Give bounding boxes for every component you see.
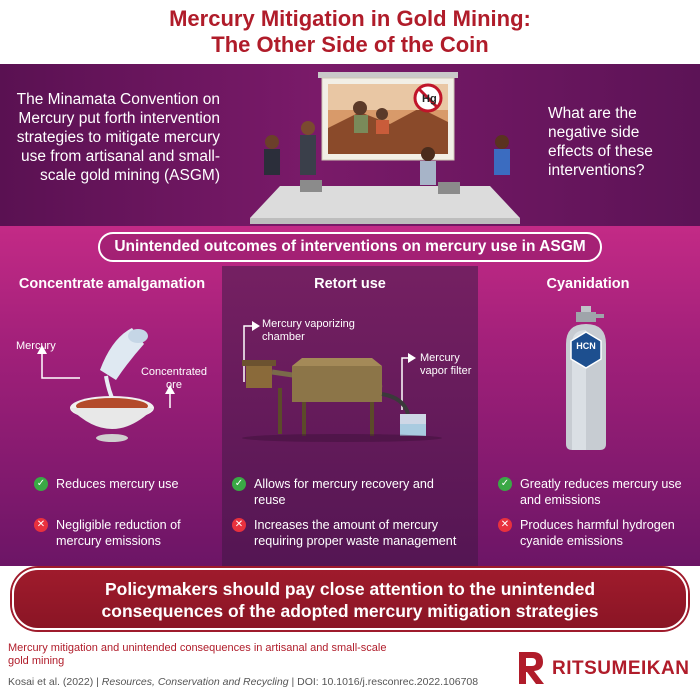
page-title-line-1: Mercury Mitigation in Gold Mining: [169,6,531,31]
hcn-cylinder-icon [566,306,606,450]
amalgamation-bowl-icon [37,328,175,442]
retort-icon [242,321,442,442]
hcn-label: HCN [576,341,596,351]
cross-icon: ✕ [498,518,512,532]
policy-line-1: Policymakers should pay close attention … [104,579,596,599]
meeting-scene-illustration: Hg [250,72,520,224]
page-title-line-2: The Other Side of the Coin [211,32,489,57]
cross-icon: ✕ [34,518,48,532]
check-icon: ✓ [498,477,512,491]
citation-reference: Kosai et al. (2022) | Resources, Conserv… [8,676,478,689]
label-concentrated-ore: Concentrated ore [140,366,208,391]
title-bar: Mercury Mitigation in Gold Mining: The O… [0,0,700,64]
brand-name: RITSUMEIKAN [552,658,690,679]
section-heading: Unintended outcomes of interventions on … [98,232,602,262]
retort-column-background [222,266,478,586]
column-title-cyanidation: Cyanidation [546,276,630,292]
citation-sep-2: | [291,676,298,688]
screen-badge: Hg [422,93,437,105]
hero-banner: The Minamata Convention on Mercury put f… [0,64,700,226]
label-vapor-filter: Mercury vapor filter [420,352,472,377]
citation-title: Mercury mitigation and unintended conseq… [8,642,387,667]
no-mercury-icon [413,83,443,113]
column-title-retort: Retort use [314,276,386,292]
citation-sep-1: | [96,676,102,688]
label-mercury: Mercury [16,340,56,352]
cross-icon: ✕ [232,518,246,532]
check-icon: ✓ [232,477,246,491]
citation-authors: Kosai et al. (2022) [8,676,94,688]
label-vaporizing-chamber: Mercury vaporizing chamber [262,318,355,343]
policy-callout: Policymakers should pay close attention … [12,568,688,630]
intro-convention-text: The Minamata Convention on Mercury put f… [16,91,220,184]
ritsumeikan-r-mark [519,652,544,684]
intro-question-text: What are the negative side effects of th… [548,105,653,179]
column-title-amalgamation: Concentrate amalgamation [18,276,206,292]
citation-journal: Resources, Conservation and Recycling [101,676,289,688]
citation-doi[interactable]: DOI: 10.1016/j.resconrec.2022.106708 [297,676,479,688]
policy-line-2: consequences of the adopted mercury miti… [101,601,599,621]
ritsumeikan-logo: RITSUMEIKAN [516,650,696,686]
check-icon: ✓ [34,477,48,491]
footer: Mercury mitigation and unintended conseq… [0,638,700,700]
